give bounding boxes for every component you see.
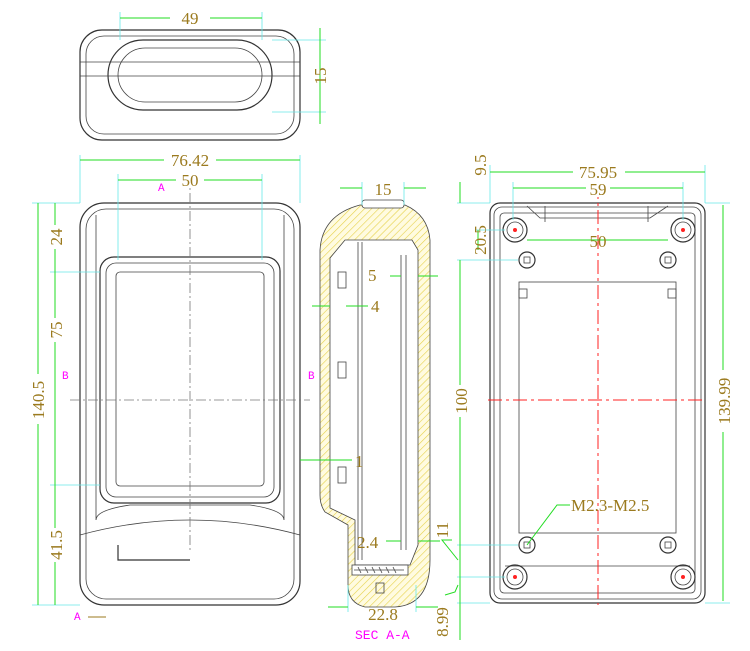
pcb-boss: [659, 251, 677, 269]
section-view: 15 5 4 1 2.4 22.8 SEC A-A: [300, 180, 440, 643]
section-marker-a-bottom: A: [74, 612, 81, 624]
front-top-offset-dim: 24: [47, 228, 66, 246]
section-wall-2-4-dim: 2.4: [357, 533, 379, 552]
screw-hole: [670, 217, 696, 243]
section-wall-1-dim: 1: [355, 452, 364, 471]
back-overall-width-dim: 75.95: [579, 163, 617, 182]
back-dim-8-99: 8.99: [433, 607, 452, 637]
back-hole-span-outer-dim: 59: [590, 180, 607, 199]
back-overall-height-dim: 139.99: [715, 378, 734, 425]
back-top-9-5-dim: 9.5: [471, 154, 490, 175]
pcb-boss: [518, 251, 536, 269]
section-caption: SEC A-A: [355, 628, 410, 643]
section-wall-4-dim: 4: [371, 297, 380, 316]
section-bottom-width-dim: 22.8: [368, 605, 398, 624]
section-marker-b-right: B: [308, 371, 315, 383]
back-top-20-5-dim: 20.5: [471, 225, 490, 255]
front-middle-height-dim: 75: [47, 322, 66, 339]
top-height-dim: 15: [311, 68, 330, 85]
front-overall-height-dim: 140.5: [29, 381, 48, 419]
back-dim-11: 11: [433, 522, 452, 538]
top-view: 49 15: [79, 6, 330, 141]
back-view: 75.95 59 50 9.5 20.5 100 11 8.99 139.99 …: [433, 154, 734, 640]
back-hole-span-inner-dim: 50: [590, 232, 607, 251]
section-wall-5-dim: 5: [368, 266, 377, 285]
section-marker-a-top: A: [158, 183, 165, 195]
screw-hole: [670, 564, 696, 590]
back-hole-pitch-dim: 100: [452, 388, 471, 414]
section-top-width-dim: 15: [375, 180, 392, 199]
screw-hole: [502, 564, 528, 590]
front-inner-width-dim: 50: [182, 171, 199, 190]
mounting-holes: [502, 217, 696, 590]
top-width-dim: 49: [182, 9, 199, 28]
front-bottom-offset-dim: 41.5: [47, 530, 66, 560]
pcb-boss: [659, 536, 677, 554]
screw-hole: [502, 217, 528, 243]
front-view: 76.42 50 A A B B 140.5 24 75 41.5: [28, 150, 315, 624]
screw-note-label: M2.3-M2.5: [571, 496, 649, 515]
section-marker-b-left: B: [62, 371, 69, 383]
front-overall-width-dim: 76.42: [171, 151, 209, 170]
pcb-boss: [518, 536, 536, 554]
